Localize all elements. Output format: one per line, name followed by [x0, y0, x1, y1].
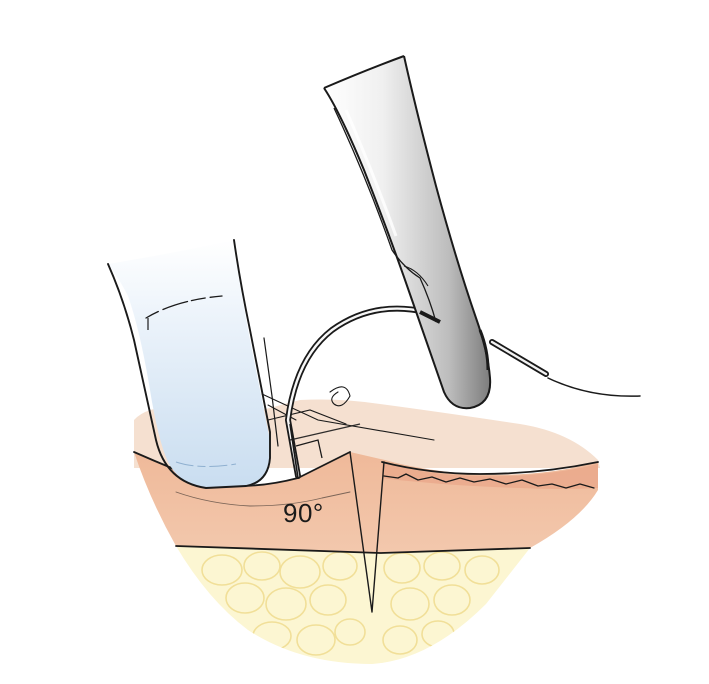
fat-layer — [176, 546, 530, 664]
fat-cells — [201, 551, 500, 656]
dermis-upper-band — [382, 462, 598, 489]
curved-needle-icon — [284, 305, 429, 479]
needle-holder-icon — [323, 55, 549, 410]
angle-label: 90° — [283, 498, 324, 528]
right-angle-marker — [289, 423, 361, 459]
suture-thread-icon — [261, 337, 641, 447]
finger-icon — [107, 239, 271, 489]
